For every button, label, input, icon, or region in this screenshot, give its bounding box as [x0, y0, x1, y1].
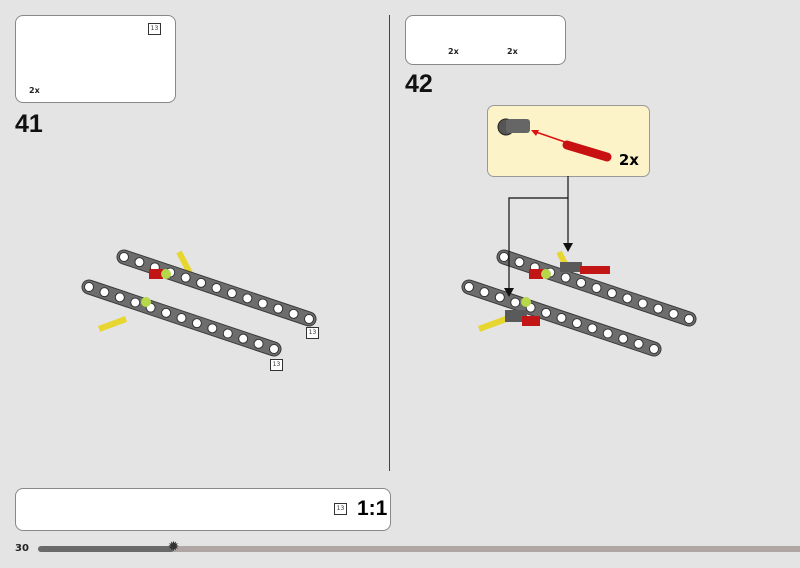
beam-hole [288, 308, 299, 319]
beam-hole [514, 257, 525, 268]
beam-hole [606, 288, 617, 299]
page-divider [389, 15, 390, 471]
beam-hole [196, 277, 207, 288]
beam-hole [622, 293, 633, 304]
beam-hole [226, 288, 237, 299]
beam-hole [211, 283, 222, 293]
step-number: 41 [15, 110, 43, 138]
scale-label: 1:1 [357, 497, 388, 520]
beam-hole [633, 338, 644, 349]
arrowhead [504, 288, 514, 297]
beam-hole [541, 307, 552, 318]
step-number: 42 [405, 70, 433, 98]
beam-hole [176, 313, 187, 323]
beam-hole [207, 323, 218, 334]
yellow-axle [97, 316, 128, 332]
red-connector [149, 269, 163, 279]
beam-hole [510, 297, 521, 308]
red-axle-pin [522, 316, 540, 326]
beam-hole [134, 257, 145, 268]
arrowhead [531, 130, 539, 136]
beam-hole [161, 307, 172, 318]
red-connector [529, 269, 543, 279]
length-tag: 13 [270, 359, 283, 371]
scale-ruler-box [15, 488, 391, 531]
beam-hole [84, 282, 94, 292]
progress-bar: ✹ [38, 540, 800, 554]
beam-hole [653, 303, 664, 314]
yellow-axle [477, 316, 508, 332]
length-tag: 13 [334, 503, 347, 515]
beam-hole [269, 344, 279, 354]
part-qty: 2x [507, 47, 518, 56]
beam-hole [576, 277, 587, 288]
beam-hole [587, 323, 598, 334]
length-tag: 13 [306, 327, 319, 339]
beam-hole [618, 333, 629, 344]
beam-hole [464, 282, 474, 292]
beam-hole [494, 292, 505, 303]
lime-bushing [521, 297, 531, 307]
beam-hole [180, 272, 191, 283]
beam-hole [119, 252, 129, 262]
page-number: 30 [15, 543, 29, 554]
beam-hole [591, 283, 602, 293]
beam-hole [479, 287, 490, 298]
grey-connector [560, 262, 582, 272]
beam-hole [684, 314, 694, 324]
lime-bushing [541, 269, 551, 279]
insert-arrow [532, 130, 566, 143]
grey-connector-icon [506, 119, 530, 133]
beam-hole [191, 318, 202, 329]
grey-connector [505, 310, 527, 322]
length-tag: 13 [148, 23, 161, 35]
beam-hole [668, 308, 679, 319]
beam-hole [99, 287, 110, 298]
beam-hole [602, 328, 613, 339]
red-axle-pin [580, 266, 610, 274]
beam-hole [273, 303, 284, 314]
beam-hole [571, 318, 582, 329]
beam-hole [130, 297, 141, 308]
callout-qty: 2x [618, 151, 639, 169]
progress-fill [38, 546, 174, 552]
parts-list-step-42 [405, 15, 566, 65]
beam-hole [649, 344, 659, 354]
part-qty: 2x [448, 47, 459, 56]
red-axle-pin-icon [562, 140, 612, 162]
beam-hole [242, 293, 253, 304]
part-qty: 2x [29, 86, 40, 95]
beam-hole [238, 333, 249, 344]
leader-line [508, 197, 568, 288]
beam-hole [304, 314, 314, 324]
beam-hole [114, 292, 125, 303]
beam-hole [222, 328, 233, 339]
lime-bushing [161, 269, 171, 279]
progress-marker-icon: ✹ [167, 539, 180, 555]
beam-hole [257, 298, 268, 309]
beam-hole [556, 313, 567, 323]
arrowhead [563, 243, 573, 252]
lime-bushing [141, 297, 151, 307]
beam-hole [560, 272, 571, 283]
beam-hole [637, 298, 648, 309]
beam-hole [253, 338, 264, 349]
